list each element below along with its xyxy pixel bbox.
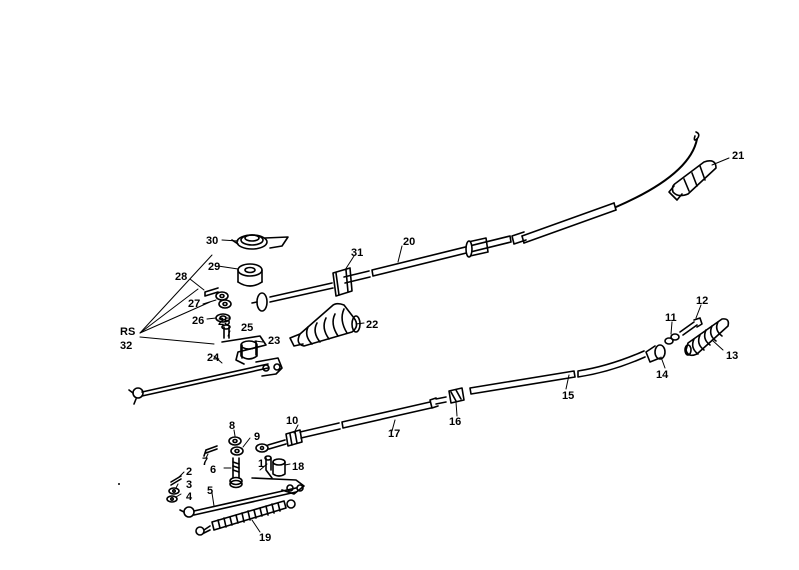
spring-coil-30	[231, 234, 289, 250]
connector-14	[645, 344, 666, 363]
clip-31	[332, 267, 353, 297]
label-27: 27	[188, 298, 200, 310]
washer-3	[168, 487, 180, 495]
label-26: 26	[192, 315, 204, 327]
washer-8	[228, 436, 242, 446]
washer-27	[215, 291, 232, 309]
label-5: 5	[207, 485, 213, 497]
label-rs: RS	[120, 326, 135, 338]
pin-28	[204, 287, 219, 297]
fitting-10	[285, 429, 303, 447]
label-22: 22	[366, 319, 378, 331]
speck	[118, 483, 120, 485]
label-1: 1	[258, 458, 264, 470]
cable-17-sheath	[435, 396, 447, 405]
label-9: 9	[254, 431, 260, 443]
upper-cable-assembly	[251, 131, 700, 312]
nut-9	[230, 446, 244, 456]
bolt-6	[229, 457, 243, 489]
label-18: 18	[292, 461, 304, 473]
label-29: 29	[208, 261, 220, 273]
nut-11	[664, 333, 680, 345]
lower-cable-assembly	[255, 317, 730, 453]
rod-24	[128, 357, 283, 405]
inner-rod	[269, 282, 334, 303]
label-25: 25	[241, 322, 253, 334]
rod-eye-end	[256, 292, 268, 312]
label-2: 2	[186, 466, 192, 478]
label-31: 31	[351, 247, 363, 259]
cable-15-sheath	[577, 350, 646, 378]
rod-5	[179, 487, 297, 518]
label-30: 30	[206, 235, 218, 247]
label-6: 6	[210, 464, 216, 476]
spring-19	[195, 499, 296, 536]
label-25-top: 25	[218, 316, 230, 328]
cable-ferrule-upper	[511, 231, 527, 245]
label-10: 10	[286, 415, 298, 427]
label-16: 16	[449, 416, 461, 428]
label-20: 20	[403, 236, 415, 248]
end-fitting-12	[679, 317, 703, 336]
label-12: 12	[696, 295, 708, 307]
label-24: 24	[207, 352, 220, 364]
leader-lines	[139, 157, 730, 533]
clip-2	[170, 475, 182, 486]
label-23: 23	[268, 335, 280, 347]
cable-sheath-upper	[521, 202, 617, 244]
label-4: 4	[186, 491, 193, 503]
label-15: 15	[562, 390, 574, 402]
bracket-23	[221, 335, 267, 365]
cable-sheath-20	[371, 235, 512, 277]
bushing-29	[237, 263, 263, 287]
label-13: 13	[726, 350, 738, 362]
nut-4	[166, 495, 178, 503]
label-32: 32	[120, 340, 132, 352]
callout-labels: 21 20 31 30 29 28 27 26 25 25 23 22 24 R…	[120, 150, 744, 544]
cable-thin-upper	[615, 138, 698, 208]
boot-22	[289, 302, 361, 347]
pin-7	[203, 445, 218, 457]
label-21: 21	[732, 150, 744, 162]
grip-21	[668, 160, 717, 201]
label-17: 17	[388, 428, 400, 440]
label-11: 11	[665, 312, 677, 324]
label-3: 3	[186, 479, 192, 491]
label-19: 19	[259, 532, 271, 544]
label-14: 14	[656, 369, 669, 381]
fitting-16	[448, 387, 465, 404]
label-7: 7	[202, 456, 208, 468]
label-28: 28	[175, 271, 187, 283]
label-8: 8	[229, 420, 235, 432]
